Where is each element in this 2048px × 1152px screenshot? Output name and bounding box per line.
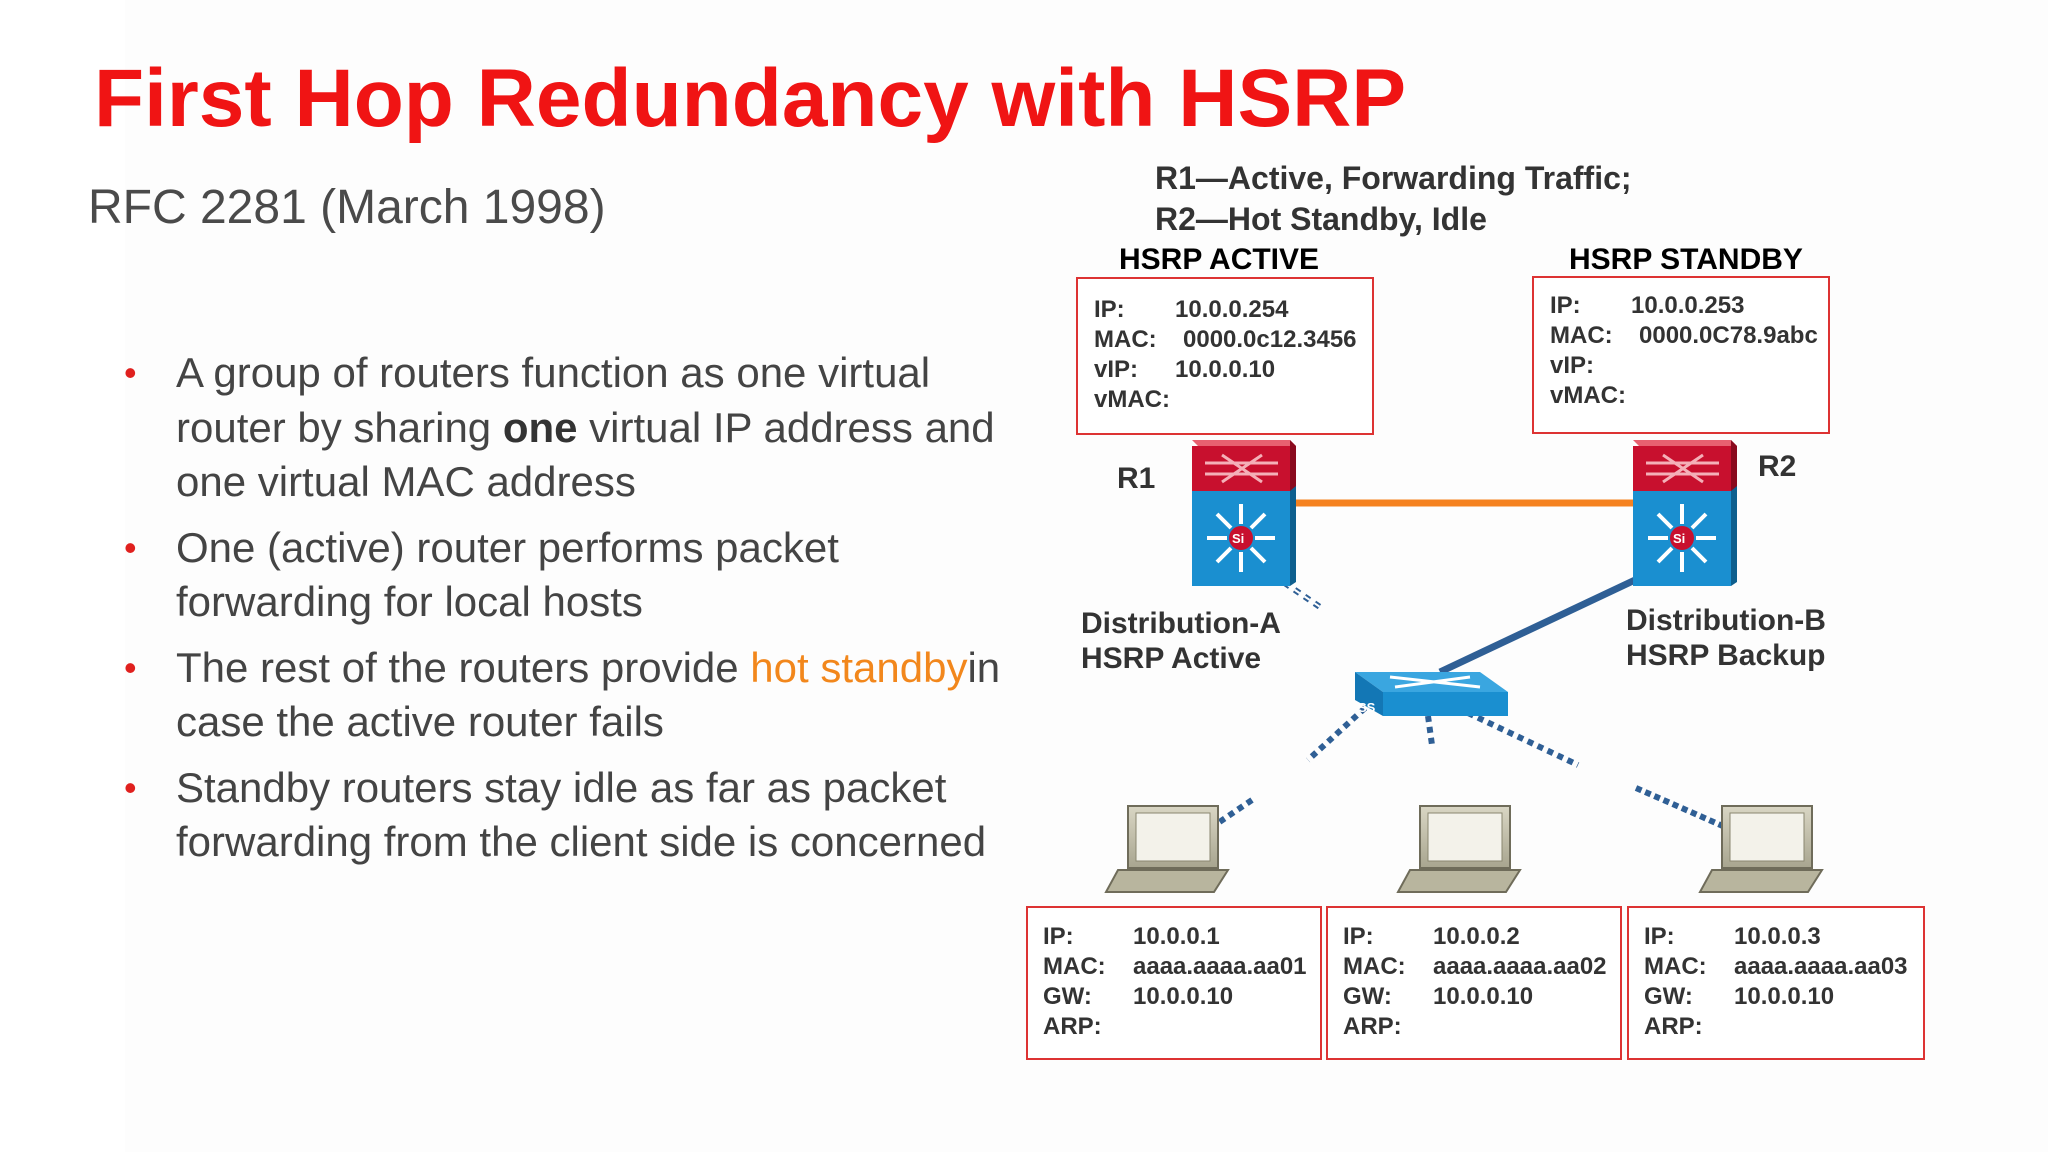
- r2-mac-value: 0000.0C78.9abc: [1639, 322, 1818, 349]
- r2-ip-label: IP:: [1550, 292, 1581, 319]
- host1-ip-value: 10.0.0.1: [1133, 923, 1220, 950]
- r2-label: R2: [1758, 450, 1797, 483]
- host1-arp-label: ARP:: [1043, 1013, 1102, 1040]
- host1-ip-label: IP:: [1043, 923, 1074, 950]
- bullet-text: The rest of the routers provide: [176, 643, 751, 691]
- bullet-item: • A group of routers function as one virt…: [124, 346, 1024, 510]
- switch-host3-link-lower: [1634, 785, 1734, 833]
- host3-info-box: IP: 10.0.0.3 MAC: aaaa.aaaa.aa03 GW: 10.…: [1627, 906, 1925, 1060]
- host1-mac-label: MAC:: [1043, 953, 1106, 980]
- r2-router-icon: [1633, 440, 1737, 586]
- bullet-dot-icon: •: [124, 766, 137, 808]
- slide-subtitle: RFC 2281 (March 1998): [88, 181, 606, 234]
- r1-vmac-label: vMAC:: [1094, 386, 1170, 413]
- bullet-item: • The rest of the routers provide hot sta…: [124, 641, 1024, 750]
- slide-title: First Hop Redundancy with HSRP: [94, 53, 1407, 144]
- active-header: HSRP ACTIVE: [1119, 243, 1320, 276]
- r2-info-box: IP: 10.0.0.253 MAC: 0000.0C78.9abc vIP: …: [1532, 276, 1830, 434]
- bullet-text: Standby routers stay idle as far as pack…: [176, 763, 987, 866]
- bullet-dot-icon: •: [124, 526, 137, 568]
- host3-gw-label: GW:: [1644, 983, 1693, 1010]
- bullet-list: • A group of routers function as one virt…: [124, 346, 1024, 881]
- switch-ss-mark: SS: [1358, 700, 1376, 715]
- host2-ip-label: IP:: [1343, 923, 1374, 950]
- dist-b-label-1: Distribution-B: [1626, 604, 1826, 637]
- host2-arp-label: ARP:: [1343, 1013, 1402, 1040]
- access-switch-icon: [1355, 672, 1508, 716]
- state-line-1: R1—Active, Forwarding Traffic;: [1155, 160, 1632, 196]
- host3-ip-value: 10.0.0.3: [1734, 923, 1821, 950]
- bullet-dot-icon: •: [124, 352, 137, 393]
- host3-mac-value: aaaa.aaaa.aa03: [1734, 953, 1908, 980]
- r1-label: R1: [1117, 462, 1156, 495]
- bullet-highlight-text: hot standby: [750, 643, 968, 691]
- slide-left-margin: [0, 0, 125, 1152]
- r1-mac-value: 0000.0c12.3456: [1183, 326, 1357, 353]
- host3-laptop-icon: [1698, 805, 1824, 893]
- bullet-text: One (active) router performs packet forw…: [176, 523, 839, 626]
- bullet-item: • One (active) router performs packet for…: [124, 521, 1024, 630]
- host2-laptop-icon: [1396, 805, 1522, 893]
- bullet-dot-icon: •: [124, 646, 137, 688]
- host1-info-box: IP: 10.0.0.1 MAC: aaaa.aaaa.aa01 GW: 10.…: [1026, 906, 1322, 1060]
- r1-ip-value: 10.0.0.254: [1175, 296, 1289, 323]
- state-line-2: R2—Hot Standby, Idle: [1155, 201, 1487, 237]
- r2-mac-label: MAC:: [1550, 322, 1613, 349]
- r2-switch-link: [1438, 576, 1637, 676]
- r1-router-icon: [1192, 440, 1296, 586]
- host2-gw-label: GW:: [1343, 983, 1392, 1010]
- dist-b-label-2: HSRP Backup: [1626, 639, 1826, 672]
- bullet-text: A group of routers function as one virtu…: [176, 349, 931, 451]
- host2-mac-label: MAC:: [1343, 953, 1406, 980]
- switch-host1-link: [1305, 705, 1368, 763]
- dist-a-label-2: HSRP Active: [1081, 642, 1262, 675]
- r1-ip-label: IP:: [1094, 296, 1125, 323]
- standby-header: HSRP STANDBY: [1569, 243, 1803, 276]
- host2-info-box: IP: 10.0.0.2 MAC: aaaa.aaaa.aa02 GW: 10.…: [1326, 906, 1622, 1060]
- bullet-item: • Standby routers stay idle as far as pac…: [124, 761, 1024, 870]
- r2-vip-label: vIP:: [1550, 352, 1595, 379]
- r1-vip-value: 10.0.0.10: [1175, 356, 1276, 383]
- host3-arp-label: ARP:: [1644, 1013, 1703, 1040]
- host3-mac-label: MAC:: [1644, 953, 1707, 980]
- host2-gw-value: 10.0.0.10: [1433, 983, 1534, 1010]
- r1-vip-label: vIP:: [1094, 356, 1139, 383]
- r1-si-mark: Si: [1232, 531, 1245, 546]
- r2-si-mark: Si: [1673, 531, 1686, 546]
- host2-mac-value: aaaa.aaaa.aa02: [1433, 953, 1607, 980]
- switch-host2-link: [1425, 715, 1435, 746]
- r2-vmac-label: vMAC:: [1550, 382, 1626, 409]
- host1-laptop-icon: [1104, 805, 1230, 893]
- bullet-text: virtual IP address and one virtual MAC a…: [176, 403, 995, 506]
- host1-gw-label: GW:: [1043, 983, 1092, 1010]
- r1-mac-label: MAC:: [1094, 326, 1157, 353]
- host1-gw-value: 10.0.0.10: [1133, 983, 1234, 1010]
- host3-ip-label: IP:: [1644, 923, 1675, 950]
- host2-ip-value: 10.0.0.2: [1433, 923, 1520, 950]
- host3-gw-value: 10.0.0.10: [1734, 983, 1835, 1010]
- dist-a-label-1: Distribution-A: [1081, 607, 1281, 640]
- switch-host1-link-lower: [1213, 797, 1254, 828]
- r1-info-box: IP: 10.0.0.254 MAC: 0000.0c12.3456 vIP: …: [1076, 277, 1374, 435]
- bullet-text: in case the active router fails: [176, 643, 1001, 746]
- host1-mac-value: aaaa.aaaa.aa01: [1133, 953, 1307, 980]
- r2-ip-value: 10.0.0.253: [1631, 292, 1745, 319]
- bullet-bold-text: one: [502, 403, 578, 451]
- switch-host3-link: [1466, 710, 1580, 768]
